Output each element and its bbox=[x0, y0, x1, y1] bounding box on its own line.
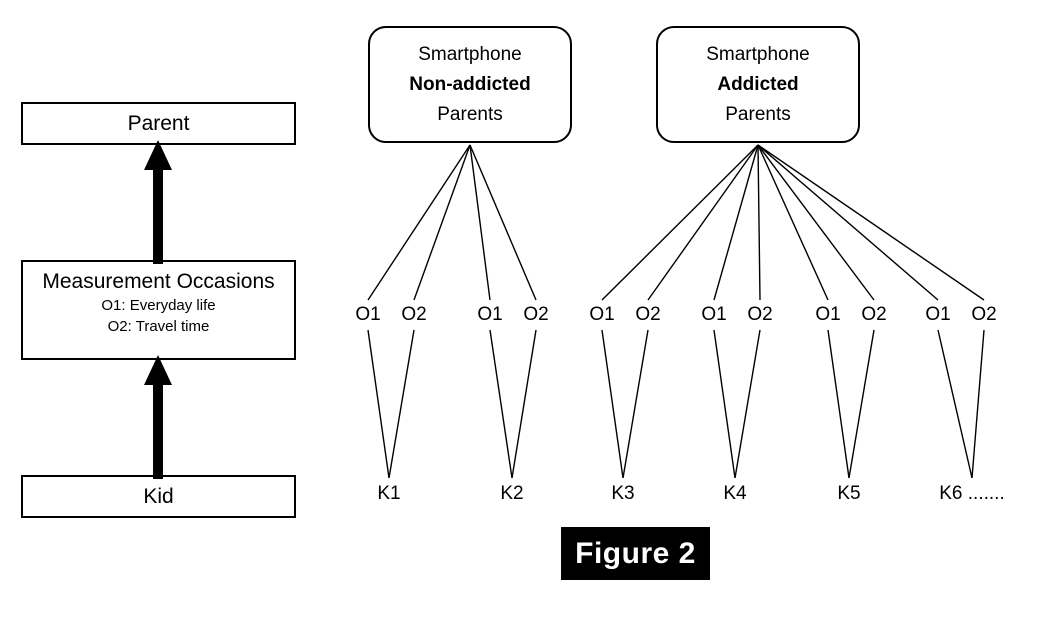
arrow-kid-to-measurement-icon bbox=[144, 355, 172, 479]
link-occasion-left-kid5 bbox=[937, 329, 973, 479]
link-occasion-right-kid5 bbox=[971, 329, 985, 479]
link-occasion-right-kid2 bbox=[622, 329, 649, 479]
occasion-label-10: O1 bbox=[925, 304, 951, 325]
group-box-addicted-parents: Smartphone Addicted Parents bbox=[656, 26, 860, 143]
legend-level-measurement-occasions: Measurement Occasions O1: Everyday life … bbox=[21, 260, 296, 360]
link-group1-occasion5 bbox=[647, 144, 759, 301]
occasion-label-3: O2 bbox=[523, 304, 549, 325]
group-addicted-line2: Addicted bbox=[717, 73, 799, 95]
link-group1-occasion8 bbox=[757, 144, 829, 301]
link-group0-occasion3 bbox=[469, 144, 537, 301]
legend-measurement-title: Measurement Occasions bbox=[42, 270, 275, 293]
kid-label-0: K1 bbox=[377, 483, 401, 504]
kid-label-1: K2 bbox=[500, 483, 524, 504]
kid-label-2: K3 bbox=[611, 483, 635, 504]
link-occasion-right-kid4 bbox=[848, 329, 875, 479]
link-occasion-right-kid3 bbox=[734, 329, 761, 479]
occasion-label-9: O2 bbox=[861, 304, 887, 325]
link-group1-occasion11 bbox=[757, 144, 985, 301]
kid-label-5: K6 ....... bbox=[939, 483, 1005, 504]
link-group0-occasion1 bbox=[413, 144, 471, 301]
occasion-label-8: O1 bbox=[815, 304, 841, 325]
occasion-label-7: O2 bbox=[747, 304, 773, 325]
link-occasion-left-kid2 bbox=[601, 329, 624, 479]
legend-level-parent: Parent bbox=[21, 102, 296, 145]
occasion-label-6: O1 bbox=[701, 304, 727, 325]
legend-parent-title: Parent bbox=[127, 112, 190, 135]
occasion-label-1: O2 bbox=[401, 304, 427, 325]
group-box-non-addicted-parents: Smartphone Non-addicted Parents bbox=[368, 26, 572, 143]
link-group1-occasion4 bbox=[601, 144, 759, 301]
legend-occasion-o2: O2: Travel time bbox=[107, 318, 210, 335]
legend-kid-title: Kid bbox=[143, 485, 174, 508]
figure-caption: Figure 2 bbox=[561, 527, 710, 580]
occasion-label-4: O1 bbox=[589, 304, 615, 325]
link-group1-occasion10 bbox=[757, 144, 939, 301]
occasion-label-2: O1 bbox=[477, 304, 503, 325]
link-occasion-right-kid1 bbox=[511, 329, 537, 479]
group-addicted-line1: Smartphone bbox=[706, 43, 810, 65]
link-occasion-right-kid0 bbox=[388, 329, 415, 479]
group-nonaddicted-line2: Non-addicted bbox=[409, 73, 531, 95]
occasion-label-11: O2 bbox=[971, 304, 997, 325]
arrow-measurement-to-parent-icon bbox=[144, 140, 172, 264]
link-occasion-left-kid3 bbox=[713, 329, 736, 479]
kid-label-4: K5 bbox=[837, 483, 861, 504]
link-group1-occasion6 bbox=[713, 144, 759, 301]
legend-occasion-o1: O1: Everyday life bbox=[101, 297, 216, 314]
legend-level-kid: Kid bbox=[21, 475, 296, 518]
link-occasion-left-kid0 bbox=[367, 329, 390, 479]
link-group1-occasion7 bbox=[757, 144, 761, 301]
group-nonaddicted-line1: Smartphone bbox=[418, 43, 522, 65]
occasion-label-5: O2 bbox=[635, 304, 661, 325]
group-nonaddicted-line3: Parents bbox=[437, 103, 503, 125]
kid-label-3: K4 bbox=[723, 483, 747, 504]
link-occasion-left-kid1 bbox=[489, 329, 513, 479]
group-addicted-line3: Parents bbox=[725, 103, 791, 125]
link-group1-occasion9 bbox=[757, 144, 875, 301]
link-occasion-left-kid4 bbox=[827, 329, 850, 479]
link-group0-occasion2 bbox=[469, 144, 491, 301]
link-group0-occasion0 bbox=[367, 144, 471, 301]
occasion-label-0: O1 bbox=[355, 304, 381, 325]
